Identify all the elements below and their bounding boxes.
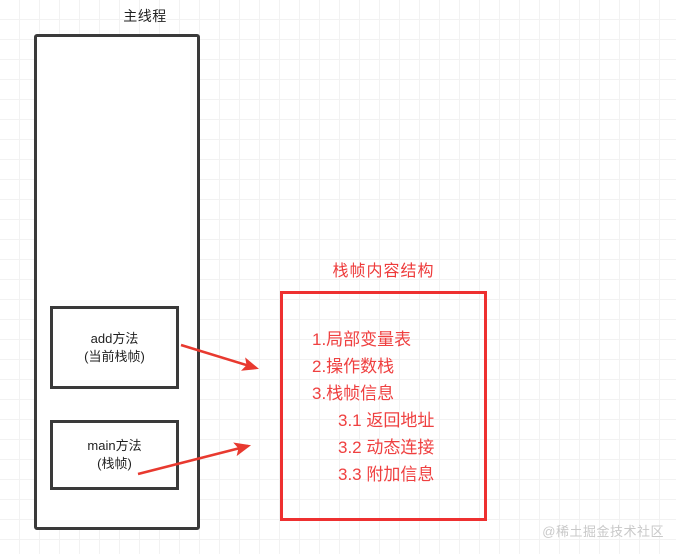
panel-item-dynamic-linking: 3.2 动态连接 [338,438,435,457]
stack-frame-content-panel [280,291,487,521]
panel-item-operand-stack: 2.操作数栈 [312,357,395,376]
panel-item-local-variable-table: 1.局部变量表 [312,330,412,349]
stack-frame-main-method: main方法 [87,438,142,454]
panel-item-list: 1.局部变量表 2.操作数栈 3.栈帧信息 3.1 返回地址 3.2 动态连接 … [312,326,487,488]
watermark: @稀土掘金技术社区 [542,524,664,539]
stack-frame-add-note: (当前栈帧) [84,348,145,364]
panel-title: 栈帧内容结构 [332,263,435,280]
stack-frame-add-method: add方法 [90,330,139,346]
panel-item-frame-info: 3.栈帧信息 [312,384,395,403]
panel-item-additional-info: 3.3 附加信息 [338,465,435,484]
panel-item-return-address: 3.1 返回地址 [338,411,435,430]
stack-frame-main-note: (栈帧) [97,456,132,471]
thread-label: 主线程 [123,8,167,24]
stack-frame-add[interactable]: add方法 (当前栈帧) [50,306,179,389]
stack-frame-main[interactable]: main方法 (栈帧) [50,420,179,490]
